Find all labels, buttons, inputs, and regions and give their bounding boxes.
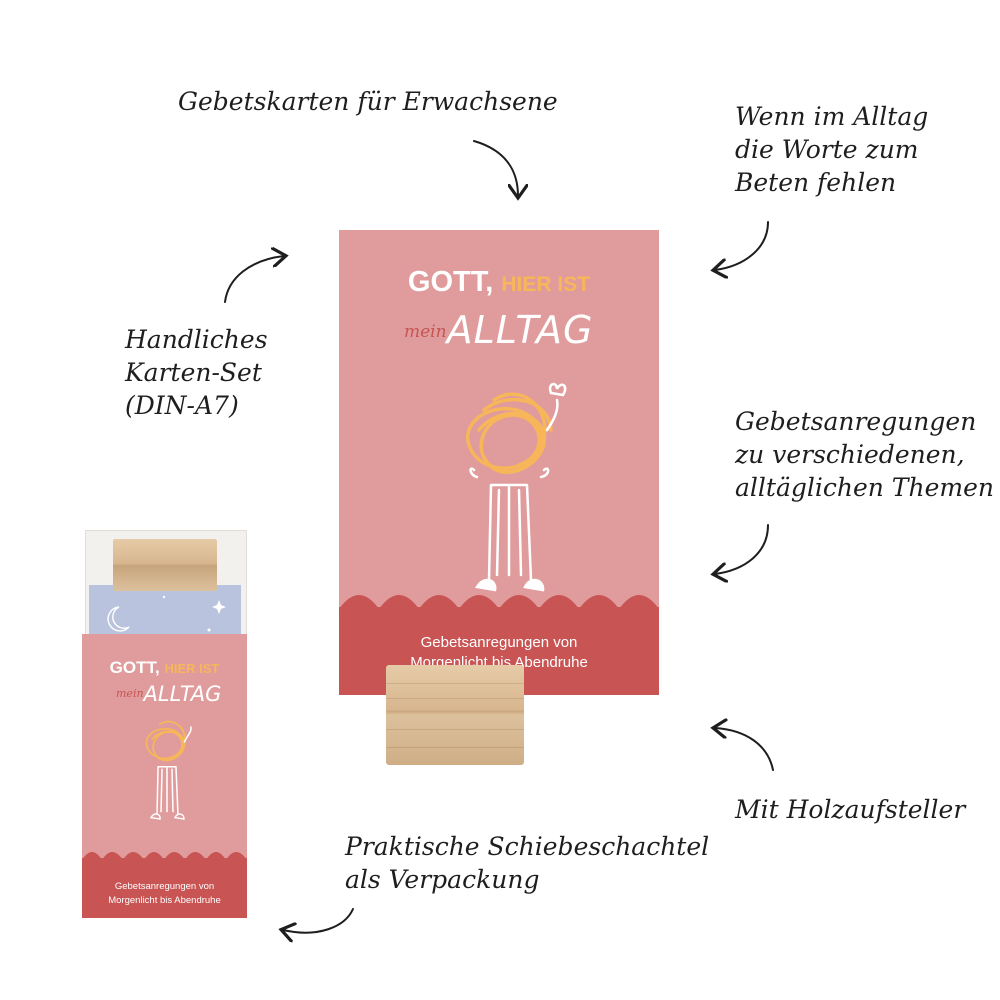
sleeve-title-alltag: meinALLTAG [116,682,222,706]
sleeve-title: GOTT, HIER IST [109,658,220,677]
arrow-title [473,140,518,196]
sleeve-band: Gebetsanregungen von Morgenlicht bis Abe… [82,852,247,918]
card-title-alltag: meinALLTAG [404,308,594,352]
arrow-bottom [283,908,354,933]
note-alltag-worte: Wenn im Alltag die Worte zum Beten fehle… [735,102,929,197]
note-gebetskarten: Gebetskarten für Erwachsene [178,87,558,116]
slide-box: GOTT, HIER IST meinALLTAG Gebetsanregung… [82,530,247,918]
mini-wood-stand [113,539,217,591]
wooden-stand [386,665,524,765]
scribble-figure-icon [145,720,192,820]
note-schiebeschachtel: Praktische Schiebeschachtel als Verpacku… [345,832,710,894]
sleeve-subtitle: Gebetsanregungen von Morgenlicht bis Abe… [108,881,221,906]
box-sleeve: GOTT, HIER IST meinALLTAG Gebetsanregung… [82,634,247,918]
arrow-bottom-right [715,728,774,771]
note-karten-set: Handliches Karten-Set (DIN-A7) [125,325,268,420]
arrow-left [224,256,284,303]
arrow-middle-right [715,524,769,574]
note-themen: Gebetsanregungen zu verschiedenen, alltä… [735,407,994,502]
arrow-top-right [715,221,769,270]
prayer-card: GOTT, HIER IST meinALLTAG Gebetsanregung… [339,230,659,695]
scribble-figure-icon [465,382,567,592]
moon-stars-icon [107,595,226,632]
card-title: GOTT, HIER IST [407,266,591,298]
note-holzaufsteller: Mit Holzaufsteller [735,795,966,824]
